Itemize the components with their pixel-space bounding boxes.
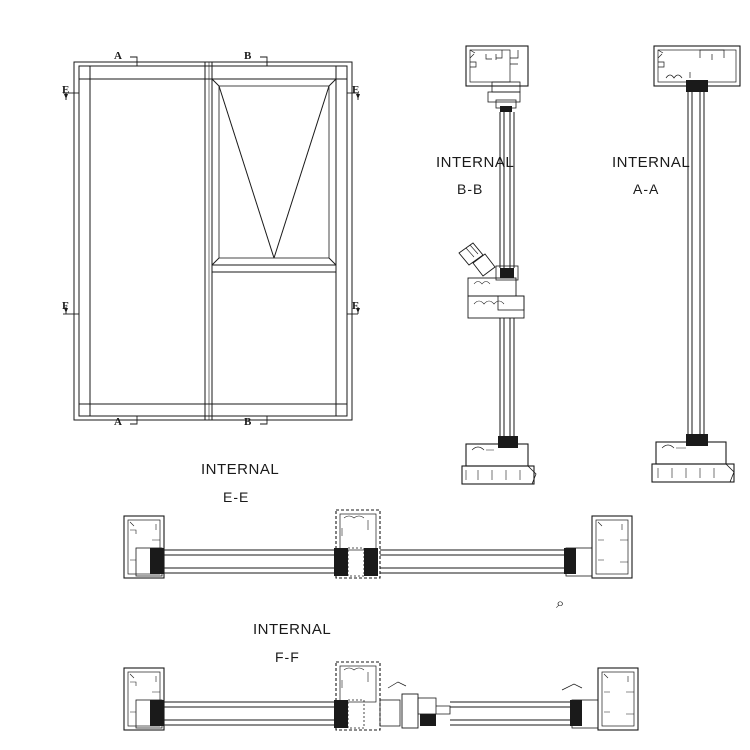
section-b-b-profile <box>458 45 537 485</box>
section-b-b-title: INTERNAL <box>436 154 515 171</box>
section-marker-leaders <box>63 56 360 425</box>
section-marker-f-left: F <box>62 300 69 312</box>
elevation-mullion <box>204 62 213 420</box>
section-marker-a-top: A <box>114 50 122 62</box>
section-marker-e-left: E <box>62 84 70 96</box>
section-marker-a-bottom: A <box>114 416 122 428</box>
section-f-f-title: INTERNAL <box>253 621 332 638</box>
section-e-e-title: INTERNAL <box>201 461 280 478</box>
section-marker-b-top: B <box>244 50 252 62</box>
section-b-b-handle-detail <box>458 242 525 319</box>
section-a-a-code: A-A <box>633 181 660 197</box>
section-a-a-title: INTERNAL <box>612 154 691 171</box>
section-marker-b-bottom: B <box>244 416 252 428</box>
elevation-transom <box>212 264 336 273</box>
elevation-outer-frame <box>73 61 353 421</box>
section-a-a-profile <box>651 45 741 483</box>
magnifier-cursor-icon: ⌕ <box>556 595 565 612</box>
elevation-right-lower-panel <box>211 271 337 405</box>
section-e-e-profile <box>123 509 633 579</box>
section-e-e-code: E-E <box>223 489 250 505</box>
section-f-f-code: F-F <box>275 649 300 665</box>
elevation-right-upper-sash <box>211 78 337 266</box>
section-marker-f-right: F <box>352 300 359 312</box>
elevation-left-panel <box>89 78 206 405</box>
section-b-b-code: B-B <box>457 181 484 197</box>
section-f-f-profile <box>123 661 639 731</box>
section-marker-e-right: E <box>352 84 360 96</box>
